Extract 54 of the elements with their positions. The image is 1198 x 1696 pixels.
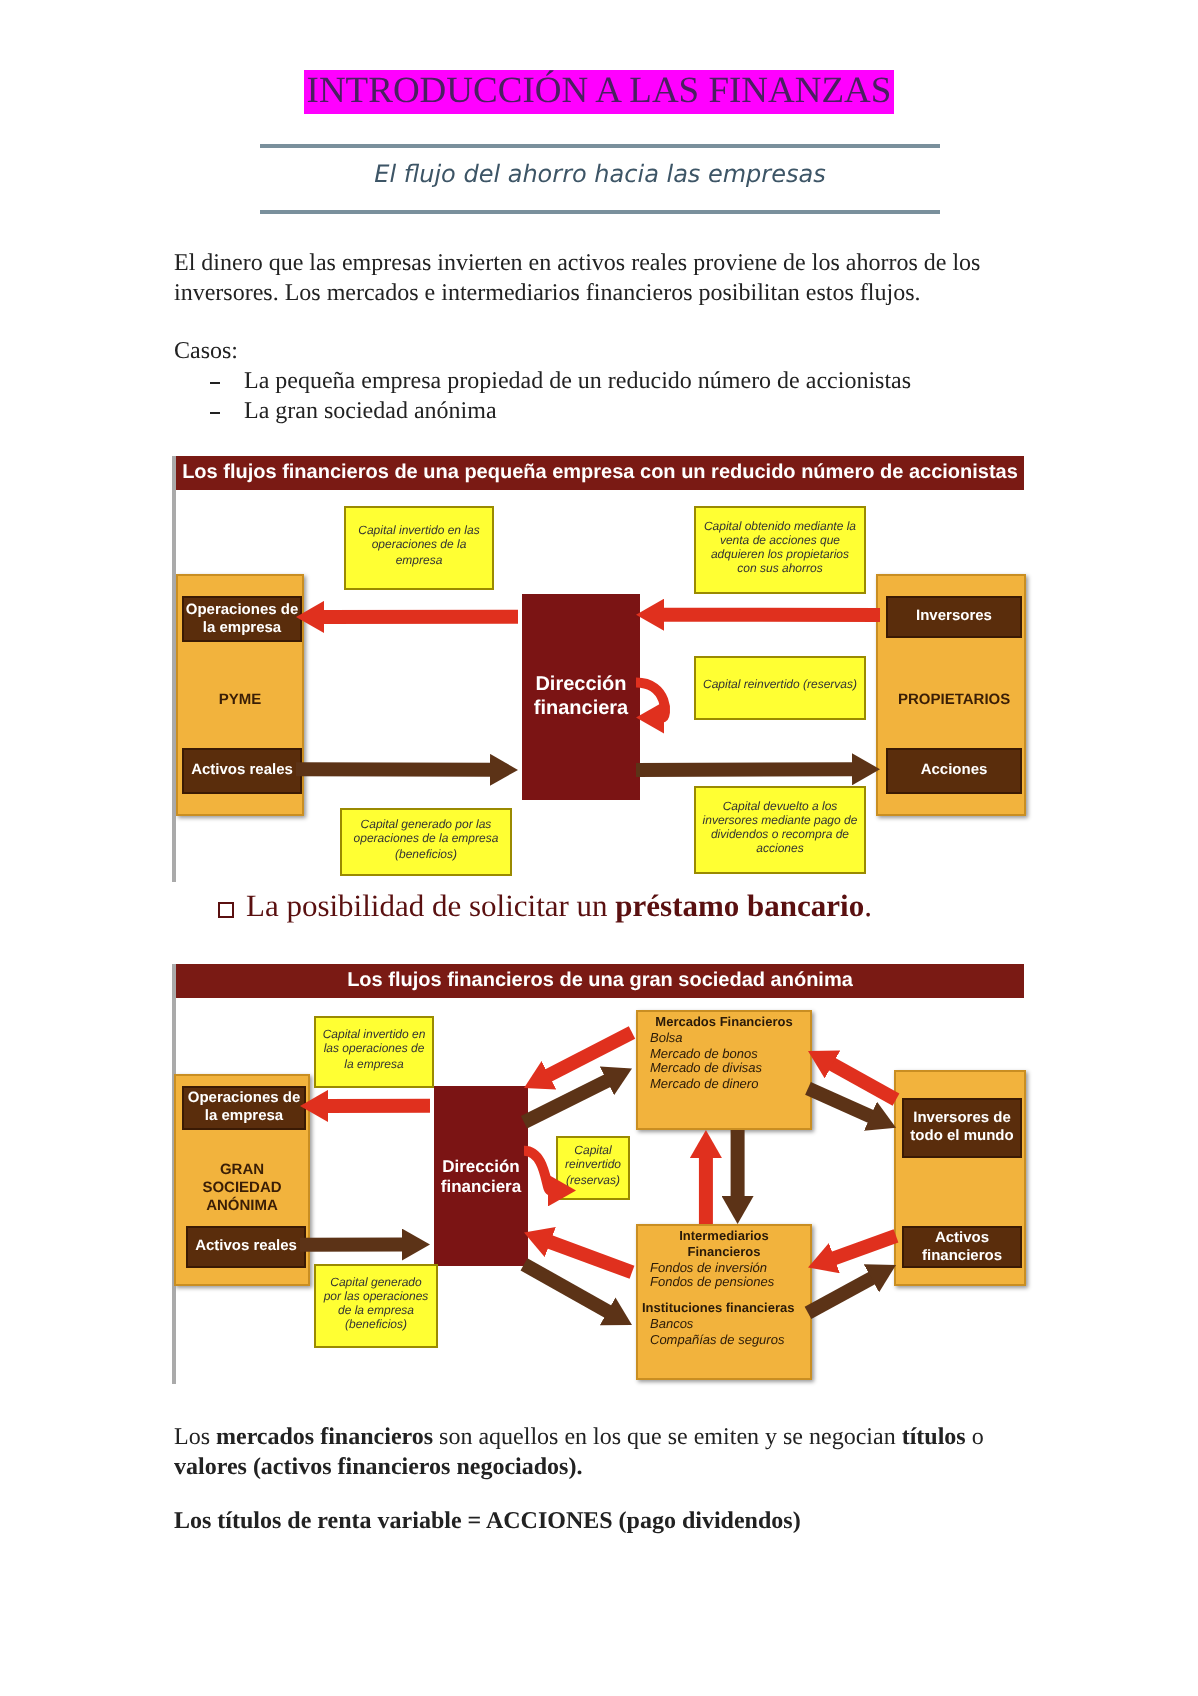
label-box: [902, 1226, 1022, 1268]
loop-arrow: [635, 677, 671, 731]
note-box: [314, 1264, 438, 1348]
note-box: [344, 506, 494, 590]
title-bar: Los flujos financieros de una gran sociedad anónima: [176, 964, 1024, 998]
entity-box: [174, 1074, 310, 1286]
arrow: [520, 1258, 632, 1326]
market-box: [636, 1010, 812, 1130]
arrow: [295, 753, 518, 786]
entity-box: [894, 1070, 1026, 1286]
label-box: [886, 596, 1022, 638]
label-box: [886, 748, 1022, 794]
diagram-panel: [172, 964, 1024, 1384]
label-box: [902, 1098, 1022, 1158]
management-box: [522, 594, 640, 800]
intro-paragraph: El dinero que las empresas invierten en activos reales proviene de los ahorros de los inversores. Los mercados e intermediarios financieros posibilitan estos flujos.: [174, 248, 983, 308]
list-heading: Casos:: [174, 336, 241, 366]
title-bar: Los flujos financieros de una pequeña empresa con un reducido número de accionistas: [176, 456, 1024, 490]
note-box: [694, 786, 866, 874]
arrow: [520, 1066, 632, 1129]
subtitle: El flujo del ahorro hacia las empresas: [372, 160, 828, 188]
box-label: Dirección financiera: [531, 673, 631, 721]
entity-box: [176, 574, 304, 816]
note-box: [340, 808, 512, 876]
note-box: [694, 506, 866, 594]
arrow: [808, 1229, 899, 1274]
box-label: Dirección financiera: [438, 1155, 524, 1197]
label-box: [182, 748, 302, 794]
note-box: [314, 1016, 434, 1088]
arrow: [296, 600, 518, 633]
arrow: [804, 1264, 896, 1319]
arrow: [689, 1130, 722, 1224]
market-box: [636, 1224, 812, 1380]
entity-box: [876, 574, 1026, 816]
arrow: [805, 1081, 896, 1131]
body-paragraph: Los mercados financieros son aquellos en los que se emiten y se negocian títulos o valores (activos financieros negociados).: [174, 1422, 986, 1482]
bullet-text: La posibilidad de solicitar un préstamo bancario.: [246, 890, 874, 926]
arrow: [524, 1227, 635, 1279]
document-title: INTRODUCCIÓN A LAS FINANZAS: [304, 70, 894, 114]
diagram-panel: [172, 456, 1024, 882]
arrow: [636, 598, 881, 631]
note-box: [556, 1136, 630, 1200]
arrow: [300, 1089, 430, 1122]
list-item: La gran sociedad anónima: [244, 396, 499, 426]
note-box: [694, 656, 866, 720]
management-box: [434, 1086, 528, 1266]
arrow: [808, 1050, 900, 1106]
list-item: La pequeña empresa propiedad de un reducido número de accionistas: [244, 366, 914, 396]
arrow: [299, 1228, 430, 1261]
arrow: [635, 753, 880, 786]
loop-arrow: [523, 1145, 570, 1208]
body-paragraph: Los títulos de renta variable = ACCIONES (pago dividendos): [174, 1506, 803, 1536]
arrow: [721, 1130, 754, 1224]
label-box: [186, 1226, 306, 1268]
